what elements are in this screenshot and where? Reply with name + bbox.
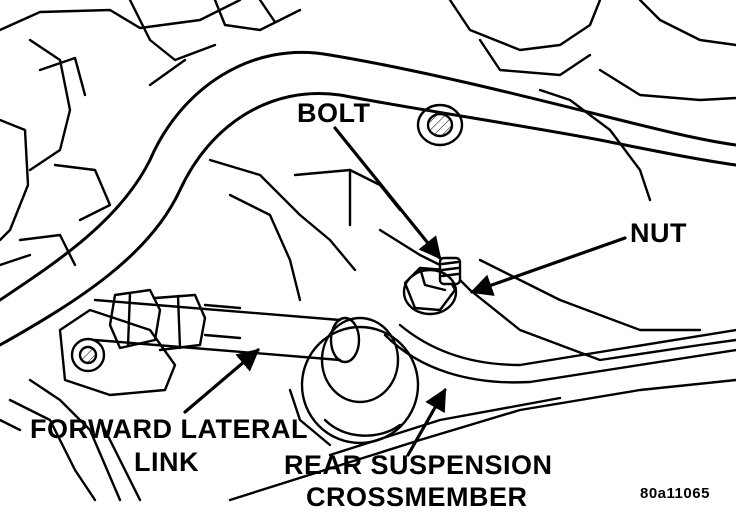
crossmember-arrow xyxy=(406,388,447,457)
rear-suspension-label-line1: REAR SUSPENSION xyxy=(284,450,553,480)
bolt-and-nut xyxy=(402,256,462,316)
rear-suspension-label-line2: CROSSMEMBER xyxy=(306,482,528,512)
forward-lateral-link-label-line2: LINK xyxy=(134,447,199,477)
forward-lateral-link-rod xyxy=(93,288,361,364)
lower-left-bracket xyxy=(0,308,177,502)
bolt-arrow xyxy=(333,126,442,260)
upper-housing xyxy=(416,0,736,202)
mounting-bracket xyxy=(208,158,736,362)
crossmember-bushing xyxy=(300,316,420,445)
upper-frame-structure xyxy=(0,0,302,267)
forward-lateral-link-arrow xyxy=(183,348,260,414)
figure-id: 80a11065 xyxy=(640,485,710,502)
callout-arrows xyxy=(183,126,627,457)
curved-tube xyxy=(0,50,736,347)
bolt-label: BOLT xyxy=(297,98,371,128)
nut-label: NUT xyxy=(630,218,687,248)
forward-lateral-link-label-line1: FORWARD LATERAL xyxy=(30,414,308,444)
nut-arrow xyxy=(469,236,627,296)
